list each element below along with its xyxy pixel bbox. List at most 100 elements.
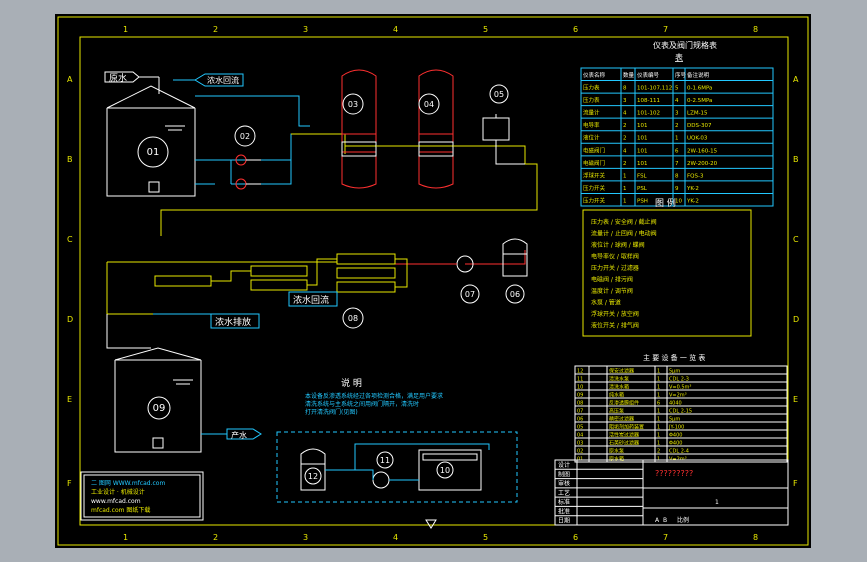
tag-circle-08 bbox=[342, 307, 364, 329]
equipment-cell-1-2: 1 bbox=[657, 377, 660, 383]
instrument-cell-9-4: YK-2 bbox=[686, 186, 699, 192]
zone-col-bottom-2: 2 bbox=[213, 533, 218, 542]
tag-circle-09 bbox=[147, 396, 171, 420]
title-block-cell: 工艺 bbox=[558, 489, 570, 497]
zone-col-1: 1 bbox=[123, 25, 128, 34]
zone-col-bottom-3: 3 bbox=[303, 533, 308, 542]
tag-circle-04 bbox=[418, 93, 440, 115]
instrument-cell-8-1: 1 bbox=[623, 173, 627, 179]
instrument-table-title: 仪表及阀门规格表 bbox=[653, 40, 717, 50]
instrument-cell-3-1: 4 bbox=[623, 111, 627, 117]
cartridge-filter bbox=[502, 238, 528, 277]
equipment-cell-2-0: 10 bbox=[577, 385, 583, 391]
zone-row-right-D: D bbox=[793, 315, 799, 324]
legend-item: 压力开关 / 过滤器 bbox=[591, 264, 639, 272]
tag-circle-11 bbox=[376, 451, 394, 469]
feed-line bbox=[160, 163, 538, 236]
instrument-cell-3-3: 3 bbox=[675, 111, 679, 117]
equipment-cell-6-0: 06 bbox=[577, 417, 583, 423]
tag-circle-07 bbox=[460, 284, 480, 304]
tag-10: 10 bbox=[440, 466, 450, 475]
legend-item: 液位开关 / 排气阀 bbox=[591, 322, 639, 330]
equipment-cell-9-2: 1 bbox=[657, 441, 660, 447]
legend-item: 电磁阀 / 排污阀 bbox=[591, 276, 633, 284]
stamp-line-1: 二 图网 WWW.mfcad.com bbox=[91, 480, 165, 487]
zone-col-bottom-5: 5 bbox=[483, 533, 488, 542]
instrument-cell-3-0: 流量计 bbox=[583, 109, 600, 117]
equipment-cell-4-1: 反渗透膜组件 bbox=[609, 400, 639, 407]
equipment-cell-8-0: 04 bbox=[577, 433, 583, 439]
equipment-cell-5-0: 07 bbox=[577, 409, 583, 415]
zone-row-D: D bbox=[67, 315, 73, 324]
equipment-cell-7-3: JY-100 bbox=[668, 425, 684, 431]
zone-col-3: 3 bbox=[303, 25, 308, 34]
concentrate-outlet-label: 浓水回流 bbox=[293, 294, 329, 306]
instrument-cell-7-0: 电磁阀门 bbox=[583, 159, 605, 167]
reject-water-flag: 浓水排放 bbox=[210, 313, 260, 329]
instrument-cell-2-3: 4 bbox=[675, 98, 679, 104]
instrument-cell-5-4: UQK-03 bbox=[687, 136, 708, 142]
return-line bbox=[195, 95, 310, 127]
instrument-cell-0-4: 备注说明 bbox=[687, 71, 710, 79]
instrument-cell-5-3: 1 bbox=[675, 136, 679, 142]
sheet-b: B bbox=[663, 517, 667, 524]
equipment-cell-0-0: 12 bbox=[577, 369, 583, 375]
equipment-cell-11-1: 原水箱 bbox=[609, 456, 624, 463]
tag-circle-05 bbox=[489, 84, 509, 104]
ro-membrane-bank bbox=[106, 253, 408, 315]
raw-water-label: 原水 bbox=[109, 72, 127, 84]
tag-circle-10 bbox=[436, 461, 454, 479]
equipment-cell-9-1: 石英砂过滤器 bbox=[609, 440, 639, 447]
center-mark bbox=[425, 519, 437, 529]
instrument-cell-10-4: YK-2 bbox=[686, 198, 699, 204]
zone-col-bottom-8: 8 bbox=[753, 533, 758, 542]
page-number: 1 bbox=[715, 499, 719, 506]
legend-title: 图 例 bbox=[655, 197, 676, 209]
tag-07: 07 bbox=[465, 290, 475, 299]
instrument-cell-2-0: 压力表 bbox=[583, 96, 600, 104]
legend-item: 浮球开关 / 放空阀 bbox=[591, 310, 639, 318]
tag-02: 02 bbox=[240, 132, 250, 141]
product-outlet-label: 产水 bbox=[231, 430, 247, 440]
equipment-cell-5-2: 1 bbox=[657, 409, 660, 415]
instrument-cell-10-2: PSH bbox=[637, 198, 648, 204]
equipment-cell-10-0: 02 bbox=[577, 449, 583, 455]
tag-05: 05 bbox=[494, 90, 504, 99]
concentrate-outlet-flag: 浓水回流 bbox=[288, 291, 338, 307]
instrument-cell-6-2: 101 bbox=[637, 148, 648, 154]
instrument-cell-3-4: LZM-15 bbox=[687, 111, 708, 117]
zone-col-bottom-6: 6 bbox=[573, 533, 578, 542]
instrument-cell-4-2: 101 bbox=[637, 123, 648, 129]
equipment-cell-5-3: CDL 2-15 bbox=[669, 409, 692, 415]
instrument-cell-10-3: 10 bbox=[675, 198, 682, 204]
tag-circle-06 bbox=[505, 284, 525, 304]
tag-12: 12 bbox=[308, 472, 318, 481]
instrument-cell-2-1: 3 bbox=[623, 98, 627, 104]
instrument-cell-4-0: 电导率 bbox=[583, 121, 600, 129]
instrument-cell-9-1: 1 bbox=[623, 186, 627, 192]
notes-line-3: 打开清洗阀门(见图) bbox=[305, 408, 358, 416]
equipment-cell-10-1: 原水泵 bbox=[609, 448, 624, 455]
zone-row-A: A bbox=[67, 75, 73, 84]
instrument-cell-3-2: 101-102 bbox=[637, 111, 660, 117]
tag-04: 04 bbox=[424, 100, 434, 109]
concentrate-return-flag: 浓水回流 bbox=[173, 73, 244, 87]
filter-header bbox=[291, 133, 526, 164]
zone-col-6: 6 bbox=[573, 25, 578, 34]
instrument-cell-8-4: FQS-3 bbox=[687, 173, 704, 179]
equipment-cell-6-2: 1 bbox=[657, 417, 660, 423]
title-block-cell: 设计 bbox=[558, 461, 570, 469]
title-block-cell: 标准 bbox=[558, 498, 570, 506]
tag-circle-01 bbox=[137, 136, 169, 168]
equipment-cell-3-2: 1 bbox=[657, 393, 660, 399]
equipment-cell-3-3: V=2m³ bbox=[669, 393, 687, 399]
high-pressure-pump bbox=[395, 255, 474, 273]
zone-row-B: B bbox=[67, 155, 73, 164]
instrument-cell-1-2: 101-107,112 bbox=[637, 86, 672, 92]
tag-11: 11 bbox=[380, 456, 390, 465]
instrument-cell-0-0: 仪表名称 bbox=[583, 71, 606, 79]
instrument-cell-8-3: 8 bbox=[675, 173, 679, 179]
